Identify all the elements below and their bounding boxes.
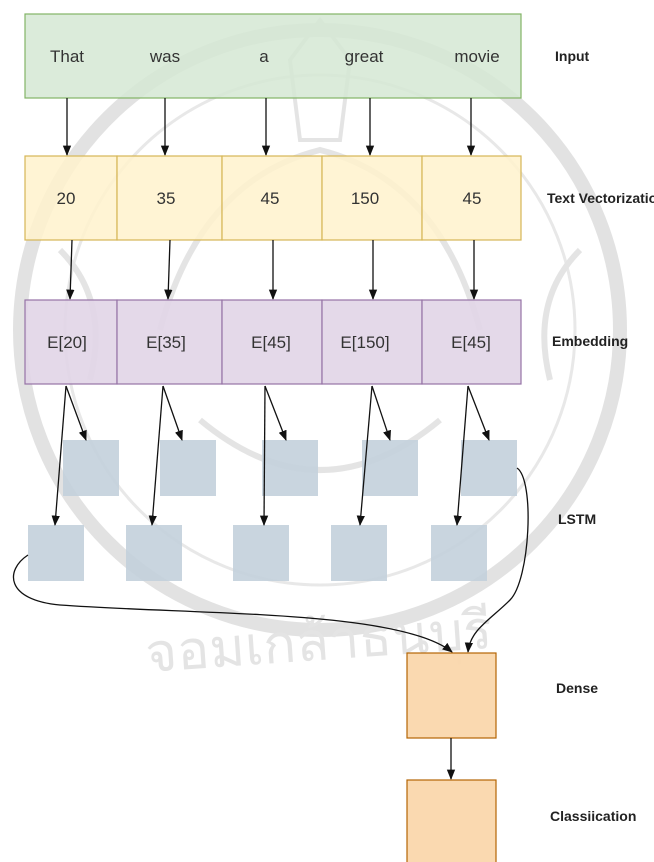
stage-label-classification: Classiication (550, 808, 636, 824)
input-row: That was a great movie (25, 14, 521, 98)
stage-label-dense: Dense (556, 680, 598, 696)
vector-value: 150 (351, 189, 379, 208)
vector-value: 45 (261, 189, 280, 208)
input-token: movie (454, 47, 499, 66)
vector-value: 45 (463, 189, 482, 208)
dense-layer (407, 653, 496, 738)
classification-layer (407, 780, 496, 862)
embedding-value: E[20] (47, 333, 87, 352)
embedding-row: E[20] E[35] E[45] E[150] E[45] (25, 300, 521, 384)
lstm-unit-backward (233, 525, 289, 581)
lstm-unit-backward (28, 525, 84, 581)
stage-label-embedding: Embedding (552, 333, 628, 349)
input-token: was (149, 47, 180, 66)
embedding-value: E[45] (451, 333, 491, 352)
embedding-value: E[35] (146, 333, 186, 352)
embedding-value: E[150] (340, 333, 389, 352)
lstm-unit-forward (362, 440, 418, 496)
arrows-vector-to-embedding (70, 240, 474, 299)
vector-value: 35 (157, 189, 176, 208)
lstm-unit-backward (331, 525, 387, 581)
lstm-unit-backward (431, 525, 487, 581)
embedding-value: E[45] (251, 333, 291, 352)
vector-value: 20 (57, 189, 76, 208)
lstm-unit-forward (160, 440, 216, 496)
input-box (25, 14, 521, 98)
input-token: a (259, 47, 269, 66)
input-token: That (50, 47, 84, 66)
input-token: great (345, 47, 384, 66)
stage-label-lstm: LSTM (558, 511, 596, 527)
vector-row: 20 35 45 150 45 (25, 156, 521, 240)
stage-label-vectorization: Text Vectorization (547, 190, 654, 206)
lstm-units (28, 440, 517, 581)
lstm-unit-backward (126, 525, 182, 581)
lstm-unit-forward (63, 440, 119, 496)
lstm-unit-forward (262, 440, 318, 496)
stage-label-input: Input (555, 48, 590, 64)
lstm-unit-forward (461, 440, 517, 496)
